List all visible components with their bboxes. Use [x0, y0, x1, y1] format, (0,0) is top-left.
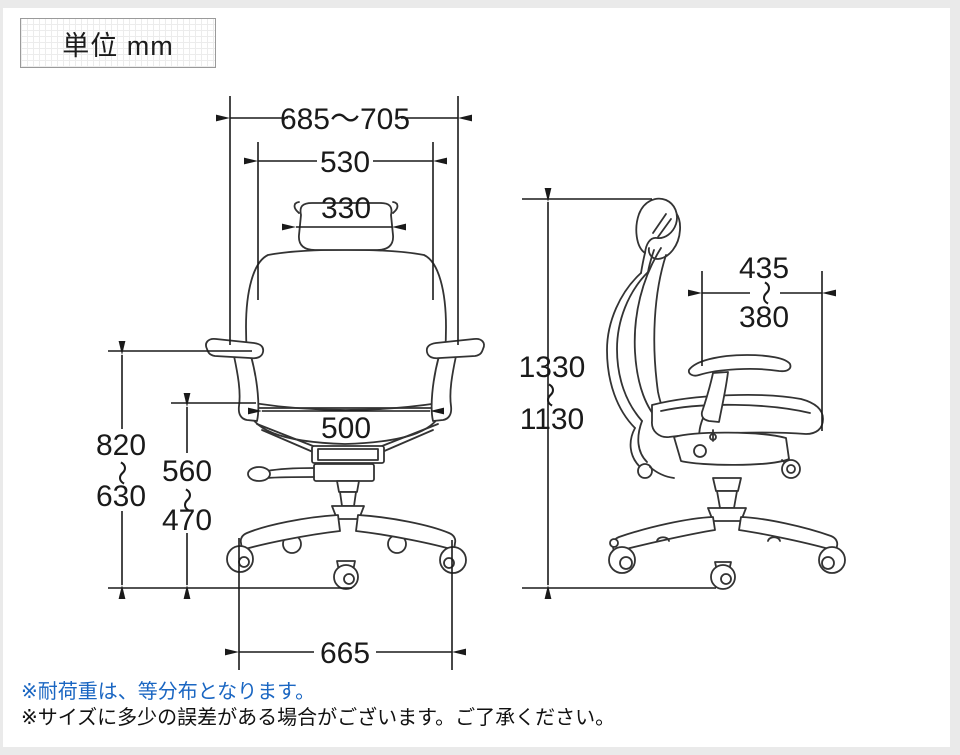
side-armrest [687, 354, 792, 445]
side-base [608, 516, 846, 590]
dim-total-height: 1330 〜 1130 [519, 188, 652, 599]
front-armrest-left [205, 337, 265, 422]
dim-label-backrest-width: 530 [320, 146, 370, 179]
dim-label-seat-height-range: 〜 [172, 487, 200, 512]
side-seat [651, 394, 824, 438]
dim-label-seat-depth-max: 435 [739, 252, 789, 285]
dim-label-seat-height-max: 560 [162, 455, 212, 488]
dim-base-width: 665 [225, 538, 466, 670]
unit-label-box: 単位 mm [20, 18, 216, 68]
dim-overall-width: 685〜705 [216, 96, 472, 345]
side-mechanism [673, 429, 801, 522]
dim-backrest-width: 530 [244, 142, 447, 300]
load-capacity-note: ※耐荷重は、等分布となります。 [21, 681, 316, 703]
front-base [226, 514, 467, 590]
dim-label-armrest-height-range: 〜 [107, 460, 135, 485]
front-dimensions: 685〜705 530 330 500 [96, 96, 472, 670]
dim-label-overall-width: 685〜705 [280, 103, 410, 136]
dim-armrest-height: 820 〜 630 [96, 341, 252, 599]
side-lumbar-knob [637, 463, 653, 479]
front-lever-handle [247, 466, 271, 482]
side-left-wheel [608, 546, 636, 574]
dim-seat-depth: 435 〜 380 [688, 252, 836, 431]
side-right-wheel [818, 546, 846, 574]
front-backrest [245, 248, 447, 411]
dim-seat-width: 500 [248, 407, 444, 445]
dim-label-armrest-height-min: 630 [96, 480, 146, 513]
footnotes: ※耐荷重は、等分布となります。 ※サイズに多少の誤差がある場合がございます。ご了… [21, 679, 615, 732]
side-headrest [635, 197, 681, 260]
dim-label-headrest-width: 330 [321, 192, 371, 225]
dim-label-seat-depth-min: 380 [739, 301, 789, 334]
dim-label-seat-height-min: 470 [162, 504, 212, 537]
dim-label-seat-width: 500 [321, 412, 371, 445]
side-view-chair-drawing [606, 197, 846, 590]
side-adjust-knob [781, 459, 801, 479]
dim-label-base-width: 665 [320, 637, 370, 670]
dim-label-armrest-height-max: 820 [96, 429, 146, 462]
side-dimensions: 1330 〜 1130 435 〜 380 [519, 188, 836, 599]
front-armrest-right [425, 337, 485, 422]
front-mechanism [247, 423, 439, 520]
front-view-chair-drawing [205, 201, 485, 590]
side-backrest [606, 247, 675, 479]
dim-label-seat-depth-range: 〜 [751, 280, 779, 305]
dim-seat-height: 560 〜 470 [162, 393, 256, 599]
size-tolerance-note: ※サイズに多少の誤差がある場合がございます。ご了承ください。 [21, 707, 616, 730]
dim-label-total-height-min: 1130 [520, 403, 585, 436]
dim-headrest-width: 330 [282, 192, 406, 231]
dim-label-total-height-range: 〜 [535, 382, 563, 407]
unit-label: 単位 mm [62, 30, 174, 61]
dim-label-total-height-max: 1330 [519, 351, 586, 384]
